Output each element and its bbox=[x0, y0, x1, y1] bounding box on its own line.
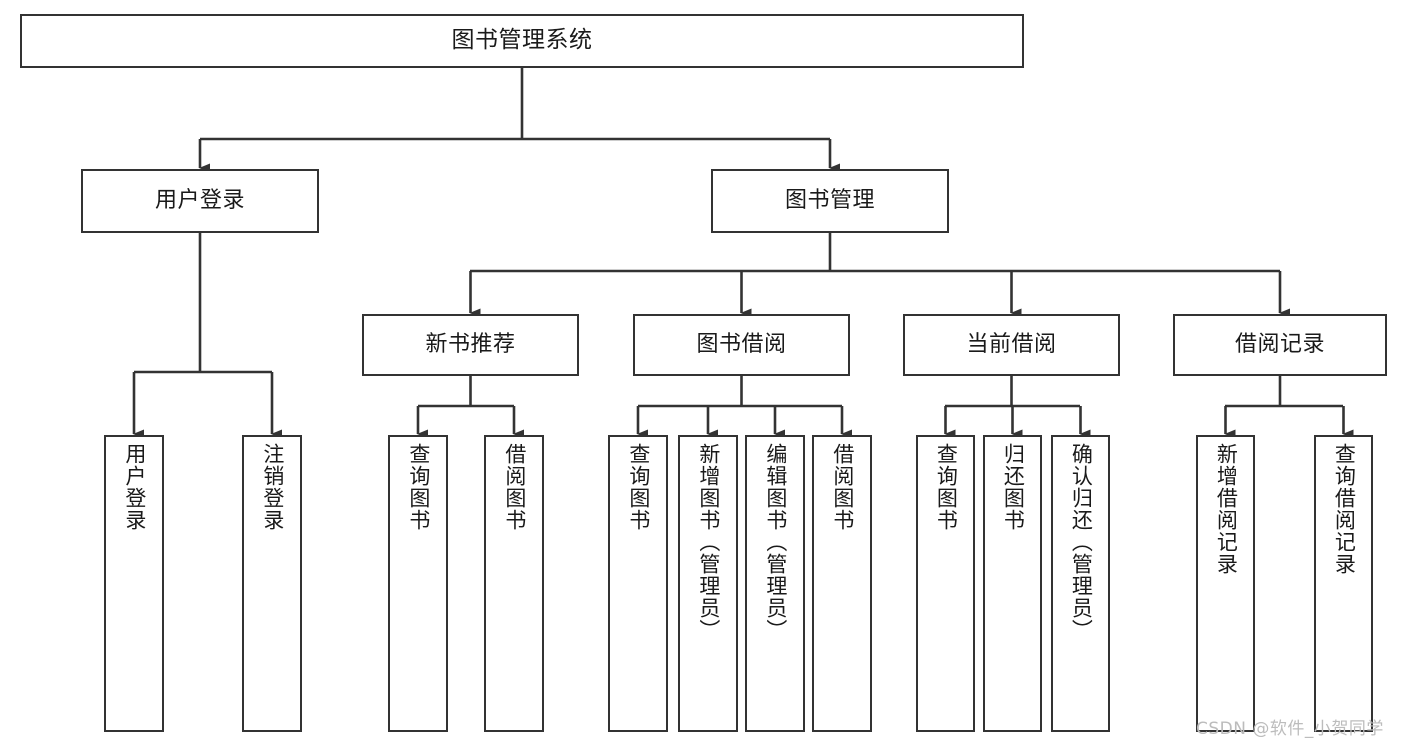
node-root[interactable]: 图书管理系统 bbox=[20, 14, 1024, 68]
node-book-borrow[interactable]: 图书借阅 bbox=[633, 314, 850, 376]
node-label: 图书管理 bbox=[784, 188, 875, 214]
node-leaf-cur-confirm[interactable]: 确认归还（管理员） bbox=[1051, 435, 1110, 732]
edge-path-group bbox=[132, 68, 1354, 439]
node-leaf-rcd-query[interactable]: 查询借阅记录 bbox=[1314, 435, 1373, 732]
node-label: 查询图书 bbox=[934, 443, 959, 531]
node-current-borrow[interactable]: 当前借阅 bbox=[903, 314, 1120, 376]
node-label: 图书管理系统 bbox=[451, 27, 593, 54]
node-label: 新增图书（管理员） bbox=[696, 443, 721, 641]
node-leaf-borrow-query[interactable]: 查询图书 bbox=[608, 435, 668, 732]
node-label: 查询借阅记录 bbox=[1332, 443, 1357, 575]
node-leaf-cur-query[interactable]: 查询图书 bbox=[916, 435, 975, 732]
node-leaf-user-login[interactable]: 用户登录 bbox=[104, 435, 164, 732]
node-new-book-rec[interactable]: 新书推荐 bbox=[362, 314, 579, 376]
node-label: 新书推荐 bbox=[425, 332, 516, 358]
node-label: 归还图书 bbox=[1001, 443, 1026, 531]
node-leaf-rec-query[interactable]: 查询图书 bbox=[388, 435, 448, 732]
node-label: 用户登录 bbox=[154, 188, 245, 214]
node-leaf-user-logout[interactable]: 注销登录 bbox=[242, 435, 302, 732]
node-leaf-cur-return[interactable]: 归还图书 bbox=[983, 435, 1042, 732]
node-leaf-borrow-add[interactable]: 新增图书（管理员） bbox=[678, 435, 738, 732]
node-book-manage[interactable]: 图书管理 bbox=[711, 169, 949, 233]
node-label: 编辑图书（管理员） bbox=[763, 443, 788, 641]
node-label: 新增借阅记录 bbox=[1214, 443, 1239, 575]
node-label: 查询图书 bbox=[406, 443, 431, 531]
node-user-login[interactable]: 用户登录 bbox=[81, 169, 319, 233]
node-leaf-borrow-lend[interactable]: 借阅图书 bbox=[812, 435, 872, 732]
node-borrow-record[interactable]: 借阅记录 bbox=[1173, 314, 1387, 376]
node-label: 图书借阅 bbox=[696, 332, 787, 358]
node-label: 当前借阅 bbox=[966, 332, 1057, 358]
node-leaf-rec-borrow[interactable]: 借阅图书 bbox=[484, 435, 544, 732]
node-label: 借阅图书 bbox=[502, 443, 527, 531]
node-label: 注销登录 bbox=[260, 443, 285, 531]
node-label: 借阅记录 bbox=[1234, 332, 1325, 358]
node-leaf-rcd-add[interactable]: 新增借阅记录 bbox=[1196, 435, 1255, 732]
node-label: 借阅图书 bbox=[830, 443, 855, 531]
node-label: 确认归还（管理员） bbox=[1069, 443, 1094, 641]
node-label: 用户登录 bbox=[122, 443, 147, 531]
node-label: 查询图书 bbox=[626, 443, 651, 531]
csdn-watermark: CSDN @软件_小贺同学 bbox=[1196, 719, 1384, 739]
node-leaf-borrow-edit[interactable]: 编辑图书（管理员） bbox=[745, 435, 805, 732]
